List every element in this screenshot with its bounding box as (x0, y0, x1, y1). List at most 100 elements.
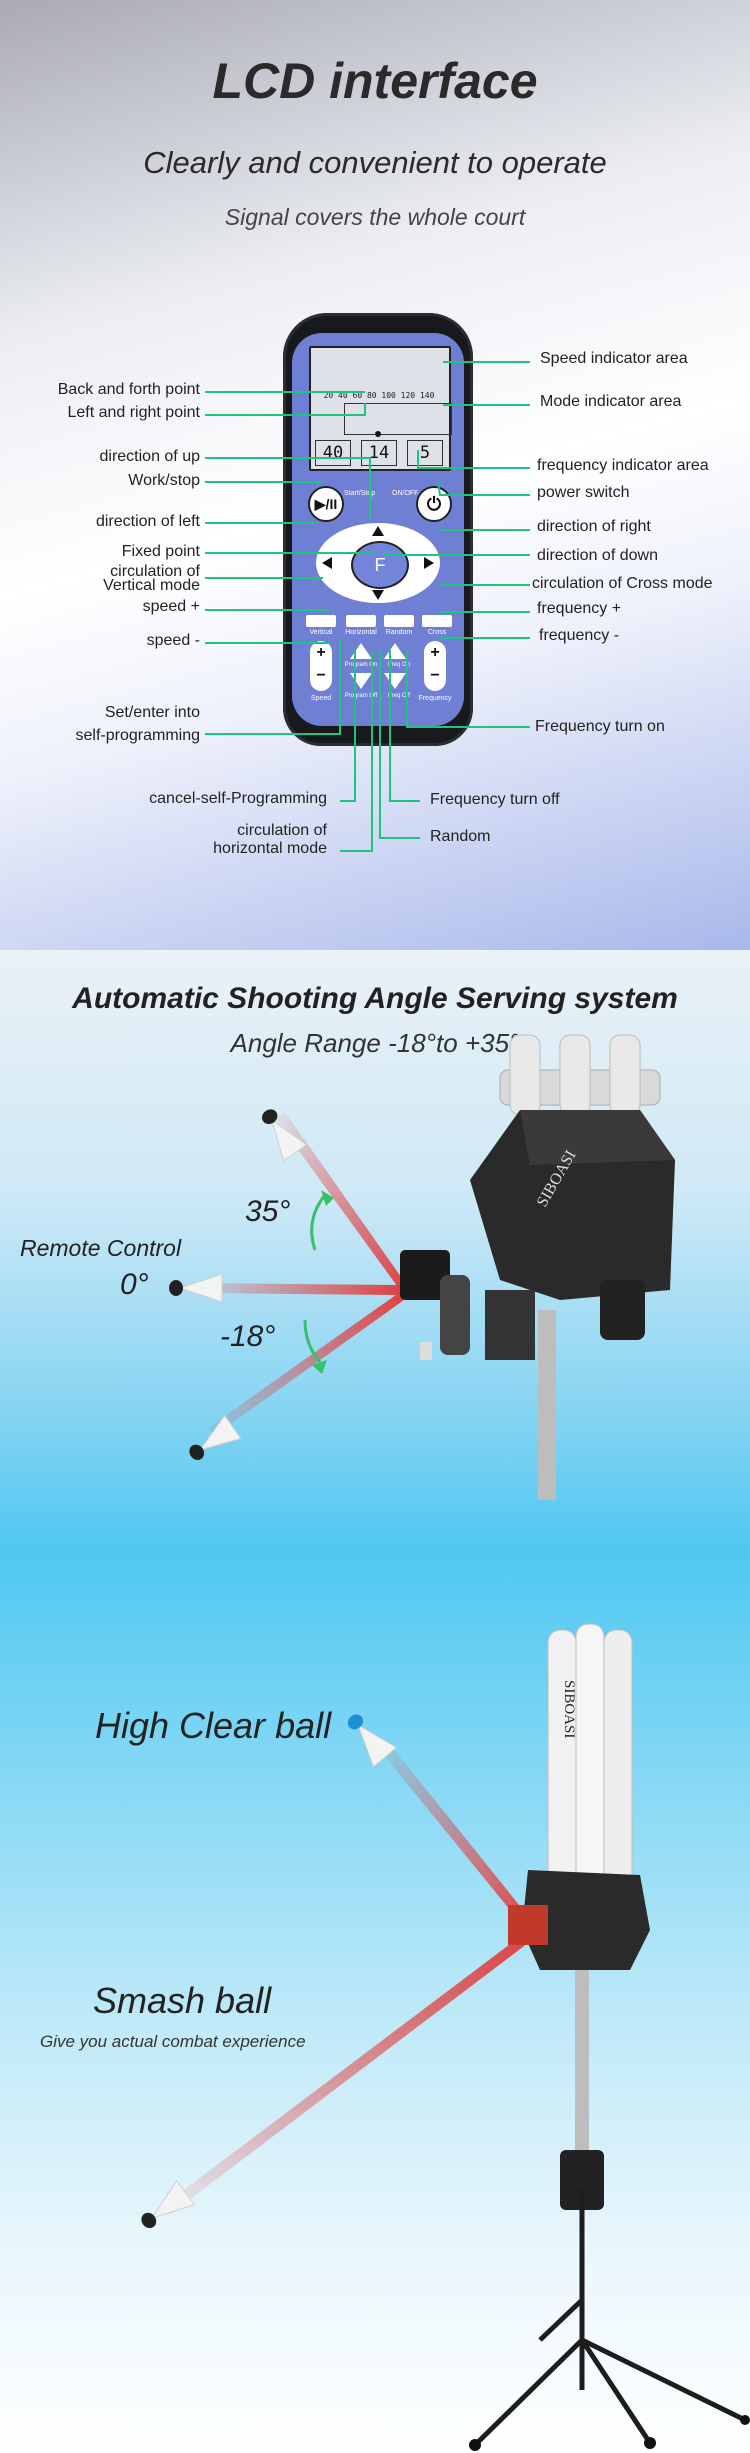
ray-smash (160, 1932, 532, 2216)
frequency-plus-button[interactable]: + (430, 644, 440, 661)
callout-line (406, 650, 530, 728)
start-stop-label: Start/Stop (344, 490, 376, 497)
shuttlecock-smash-icon (141, 2179, 196, 2229)
remote-control-label: Remote Control (20, 1235, 182, 1261)
angle-illustration: SIBOASI (169, 1034, 675, 1500)
lcd-mode-area (344, 403, 452, 435)
fixed-point-button[interactable]: F (351, 541, 409, 589)
arc-down-icon (303, 1319, 322, 1363)
lcd-title: LCD interface (212, 53, 538, 109)
frequency-minus-button[interactable]: − (430, 667, 440, 684)
callout-fixed-point: Fixed point (121, 543, 200, 560)
callout-frequency-turn-off: Frequency turn off (430, 791, 560, 808)
callout-circulation-of: circulation of (110, 563, 200, 580)
callout-lines (205, 361, 530, 852)
lcd-mode-box: 14 (361, 440, 397, 466)
callout-mode-indicator: Mode indicator area (540, 393, 682, 410)
wheel-icon (644, 2437, 656, 2449)
machine-head (508, 1870, 650, 2210)
callout-horizontal-mode: horizontal mode (213, 840, 327, 857)
callout-line (205, 640, 341, 735)
direction-pad: F (316, 523, 440, 603)
callout-speed-indicator: Speed indicator area (540, 350, 688, 367)
ray-minus18 (208, 1292, 404, 1436)
shots-section: SIBOASI High Clear ball Smash ball Gi (0, 1550, 750, 2453)
remote-control: 20 40 60 80 100 120 140 40 14 5 ▶/II Sta… (283, 313, 473, 746)
callout-back-forth: Back and forth point (57, 381, 200, 398)
ray-0 (190, 1283, 400, 1295)
arc-up-icon (310, 1194, 327, 1251)
angle-subtitle: Angle Range -18°to +35° (230, 1028, 520, 1058)
remote-face: 20 40 60 80 100 120 140 40 14 5 ▶/II Sta… (292, 333, 464, 726)
callout-frequency-indicator: frequency indicator area (537, 457, 709, 474)
lcd-screen: 20 40 60 80 100 120 140 40 14 5 (309, 346, 452, 471)
shuttlecock-mid-icon (169, 1273, 223, 1303)
callout-frequency-minus: frequency - (539, 627, 620, 644)
lcd-subtitle: Clearly and convenient to operate (143, 145, 607, 180)
shuttle-tubes (547, 1623, 633, 1891)
ray-high-clear (378, 1742, 536, 1932)
callout-speed-plus: speed + (142, 598, 200, 615)
wheel-icon (469, 2439, 481, 2451)
random-mode-button[interactable] (384, 615, 414, 627)
smash-label: Smash ball (93, 1980, 272, 2021)
shuttlecock-down-icon (189, 1414, 242, 1460)
lcd-mode-dot (375, 431, 381, 437)
speed-label: Speed (310, 695, 332, 702)
shuttlecock-up-icon (262, 1109, 308, 1162)
callout-line (205, 457, 371, 520)
serving-machine-head (400, 1034, 675, 1500)
arc-down-arrowhead-icon (312, 1360, 327, 1374)
callout-circulation-of-2: circulation of (237, 822, 327, 839)
callout-vertical-mode: Vertical mode (103, 577, 200, 594)
freq-off-label: Freq Off (388, 693, 410, 699)
smash-description: Give you actual combat experience (40, 2032, 306, 2051)
callout-left-right: Left and right point (67, 404, 200, 421)
wheel-icon (740, 2415, 750, 2425)
arrow-up-icon[interactable] (372, 526, 384, 536)
horizontal-label: Horizontal (345, 629, 377, 636)
callout-circulation-cross: circulation of Cross mode (532, 575, 713, 592)
lcd-speed-scale: 20 40 60 80 100 120 140 (323, 391, 435, 400)
angle-section: Automatic Shooting Angle Serving system … (0, 950, 750, 1550)
arrow-left-icon[interactable] (322, 557, 332, 569)
callout-work-stop: Work/stop (128, 472, 200, 489)
tube-brand: SIBOASI (561, 1680, 577, 1738)
random-label: Random (385, 629, 413, 636)
callout-line (379, 650, 420, 839)
frequency-stepper[interactable]: + − (424, 641, 446, 691)
callout-power-switch: power switch (537, 484, 630, 501)
shots-illustration: SIBOASI (141, 1623, 750, 2451)
horizontal-mode-button[interactable] (346, 615, 376, 627)
on-off-label: ON/OFF (392, 490, 419, 497)
freq-on-label: Freq On (387, 662, 410, 668)
callout-frequency-plus: frequency + (537, 600, 622, 617)
callout-line (417, 450, 530, 469)
vertical-mode-button[interactable] (306, 615, 336, 627)
callout-direction-down: direction of down (537, 547, 658, 564)
frequency-label: Frequency (418, 695, 452, 702)
play-pause-button[interactable]: ▶/II (308, 486, 344, 522)
cross-mode-button[interactable] (422, 615, 452, 627)
speed-minus-button[interactable]: − (316, 667, 326, 684)
high-clear-label: High Clear ball (95, 1705, 332, 1746)
power-button[interactable]: ⏻ (416, 486, 452, 522)
arrow-down-icon[interactable] (372, 590, 384, 600)
speed-plus-button[interactable]: + (316, 644, 326, 661)
lcd-subtitle-signal: Signal covers the whole court (224, 204, 526, 230)
shuttlecock-high-icon (347, 1714, 398, 1768)
program-on-label: Program On (344, 662, 378, 668)
callout-cancel-self-programming: cancel-self-Programming (149, 790, 327, 807)
arc-up-arrowhead-icon (321, 1190, 334, 1206)
callout-line (437, 481, 530, 496)
program-off-label: Program Off (344, 693, 378, 699)
angle-title: Automatic Shooting Angle Serving system (72, 982, 678, 1015)
vertical-label: Vertical (309, 629, 333, 636)
arrow-right-icon[interactable] (424, 557, 434, 569)
callout-frequency-turn-on: Frequency turn on (535, 718, 665, 735)
callout-direction-right: direction of right (537, 518, 651, 535)
speed-stepper[interactable]: + − (310, 641, 332, 691)
callout-speed-minus: speed - (146, 632, 200, 649)
callout-self-programming: self-programming (75, 727, 200, 744)
ray-35 (275, 1112, 406, 1290)
